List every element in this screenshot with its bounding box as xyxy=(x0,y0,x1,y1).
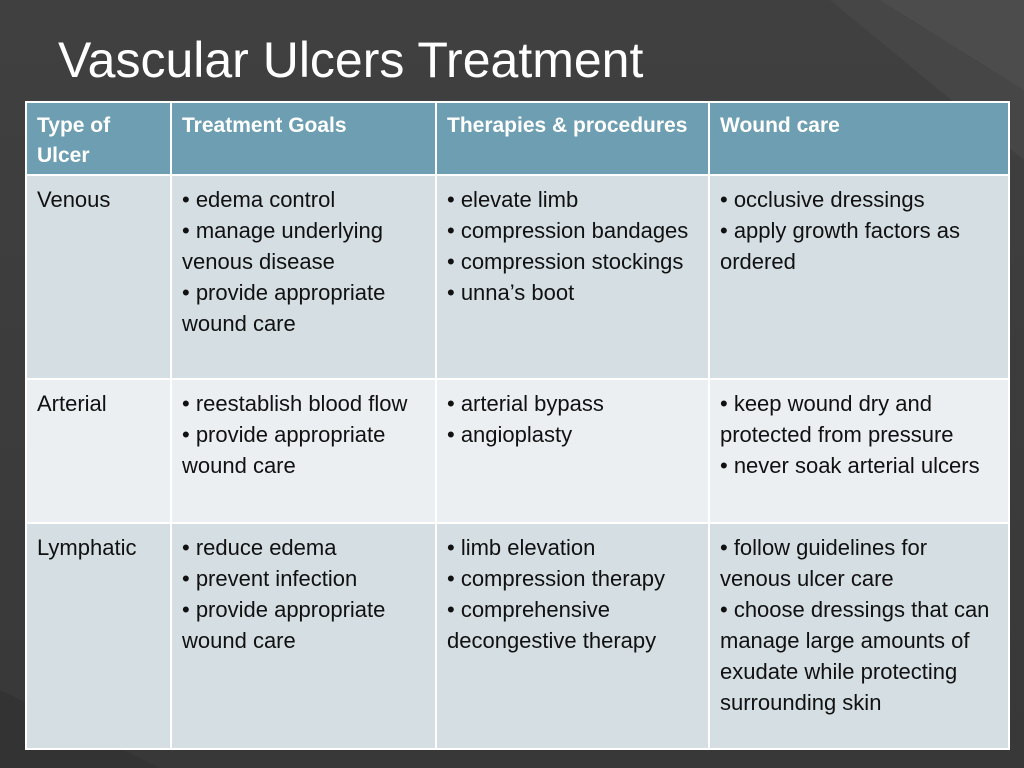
list-item: • unna’s boot xyxy=(447,280,575,305)
list-item: • edema control xyxy=(182,187,336,212)
cell-treatment-goals: • reestablish blood flow • provide appro… xyxy=(170,378,437,524)
list-item: • compression bandages xyxy=(447,218,689,243)
cell-wound-care: • keep wound dry and protected from pres… xyxy=(708,378,1010,524)
list-item: • never soak arterial ulcers xyxy=(720,453,980,478)
table-header-row: Type of Ulcer Treatment Goals Therapies … xyxy=(25,101,1010,176)
list-item: • provide appropriate wound care xyxy=(182,597,386,653)
table-row-arterial: Arterial • reestablish blood flow • prov… xyxy=(25,378,1010,524)
header-wound-care: Wound care xyxy=(708,101,1010,176)
list-item: • limb elevation xyxy=(447,535,596,560)
list-item: • provide appropriate wound care xyxy=(182,422,386,478)
list-item: • follow guidelines for venous ulcer car… xyxy=(720,535,928,591)
list-item: • choose dressings that can manage large… xyxy=(720,597,990,715)
cell-ulcer-type: Venous xyxy=(25,174,172,380)
list-item: • arterial bypass xyxy=(447,391,604,416)
treatment-table: Type of Ulcer Treatment Goals Therapies … xyxy=(25,101,1010,750)
cell-wound-care: • follow guidelines for venous ulcer car… xyxy=(708,522,1010,750)
list-item: • apply growth factors as ordered xyxy=(720,218,961,274)
cell-treatment-goals: • edema control • manage underlying veno… xyxy=(170,174,437,380)
list-item: • provide appropriate wound care xyxy=(182,280,386,336)
cell-ulcer-type: Lymphatic xyxy=(25,522,172,750)
list-item: • compression stockings xyxy=(447,249,684,274)
list-item: • keep wound dry and protected from pres… xyxy=(720,391,954,447)
header-treatment-goals: Treatment Goals xyxy=(170,101,437,176)
cell-treatment-goals: • reduce edema • prevent infection • pro… xyxy=(170,522,437,750)
list-item: • reestablish blood flow xyxy=(182,391,408,416)
list-item: • reduce edema xyxy=(182,535,337,560)
list-item: • prevent infection xyxy=(182,566,358,591)
cell-ulcer-type: Arterial xyxy=(25,378,172,524)
slide-title: Vascular Ulcers Treatment xyxy=(58,32,644,88)
header-type-of-ulcer: Type of Ulcer xyxy=(25,101,172,176)
list-item: • occlusive dressings xyxy=(720,187,925,212)
list-item: • compression therapy xyxy=(447,566,666,591)
table-row-venous: Venous • edema control • manage underlyi… xyxy=(25,174,1010,380)
list-item: • comprehensive decongestive therapy xyxy=(447,597,657,653)
list-item: • manage underlying venous disease xyxy=(182,218,383,274)
cell-therapies: • arterial bypass • angioplasty xyxy=(435,378,710,524)
list-item: • angioplasty xyxy=(447,422,573,447)
cell-therapies: • limb elevation • compression therapy •… xyxy=(435,522,710,750)
list-item: • elevate limb xyxy=(447,187,579,212)
cell-wound-care: • occlusive dressings • apply growth fac… xyxy=(708,174,1010,380)
cell-therapies: • elevate limb • compression bandages • … xyxy=(435,174,710,380)
table-row-lymphatic: Lymphatic • reduce edema • prevent infec… xyxy=(25,522,1010,750)
header-therapies-procedures: Therapies & procedures xyxy=(435,101,710,176)
